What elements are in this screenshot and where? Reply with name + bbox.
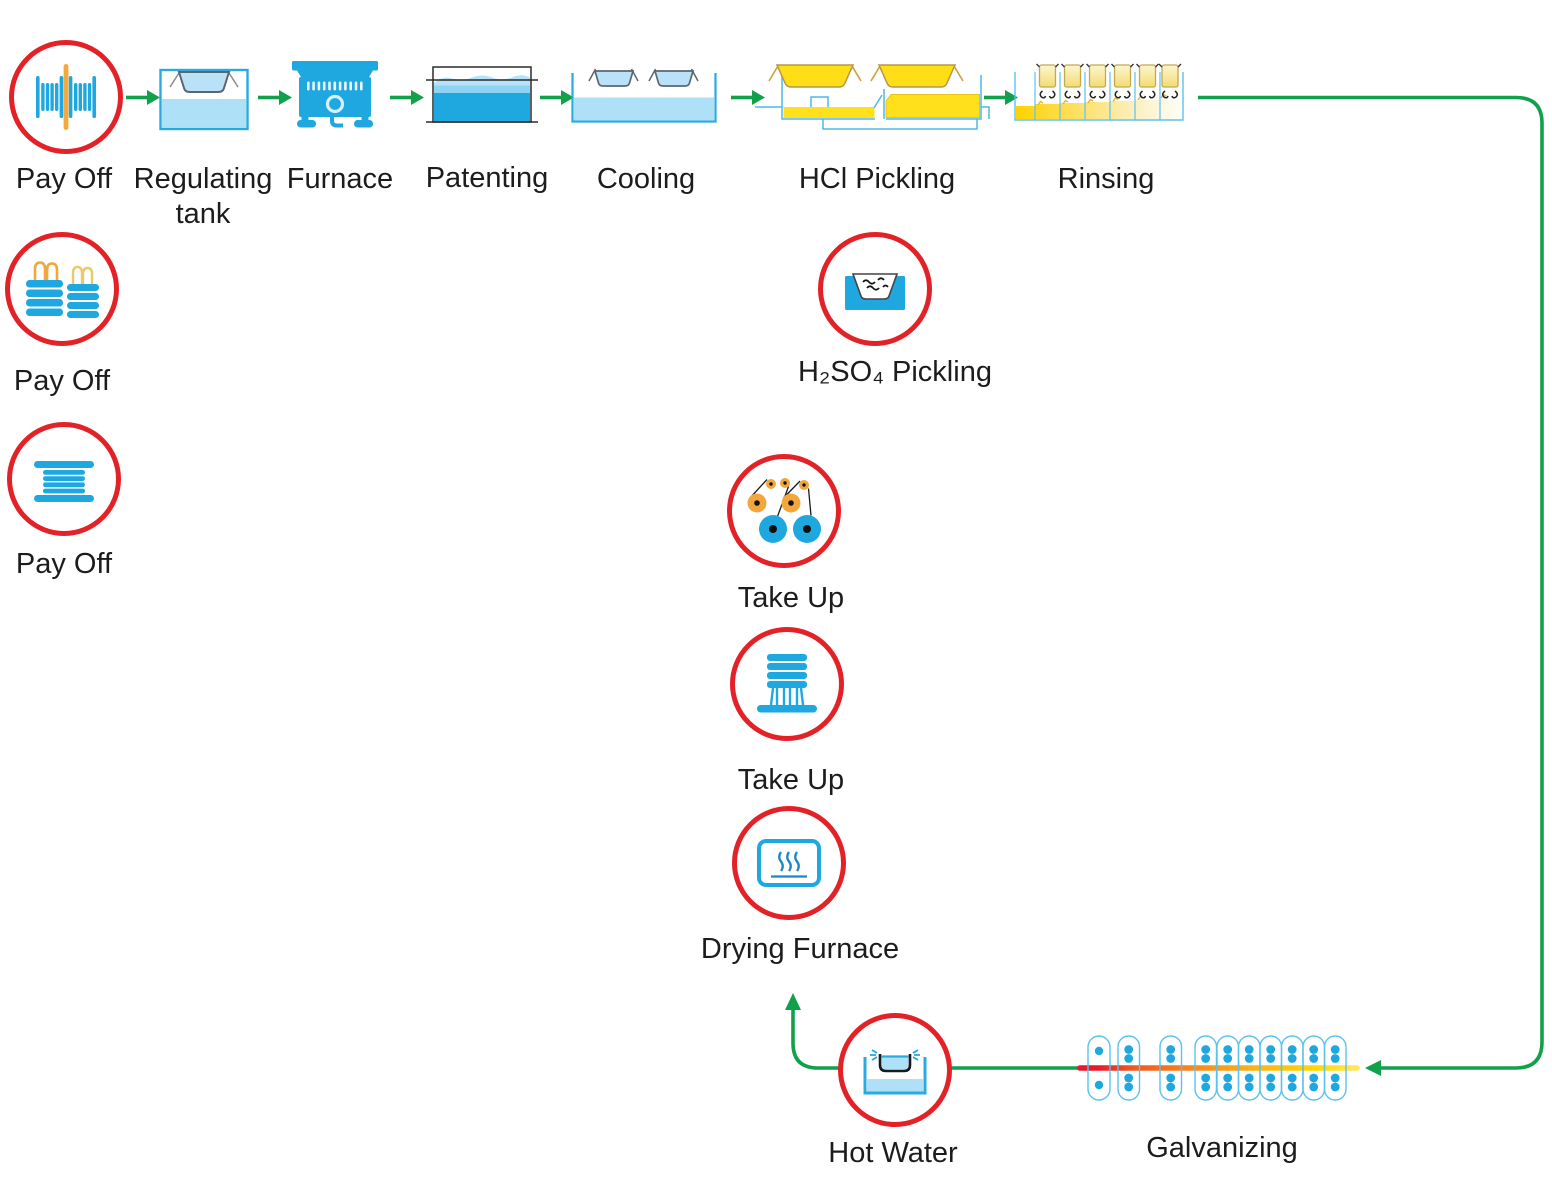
roller-line-with-wire-icon xyxy=(1077,1035,1360,1101)
coil-side-view-icon xyxy=(34,461,94,502)
station-galvanizing xyxy=(1075,1030,1365,1108)
station-hcl-pickling xyxy=(755,55,990,137)
acid-bath-with-wires-icon xyxy=(845,273,905,310)
flow-arrow-3 xyxy=(390,90,424,105)
station-label-pay-off-3: Pay Off xyxy=(15,548,113,580)
flow-arrow-2 xyxy=(258,90,292,105)
station-take-up-2 xyxy=(730,627,844,741)
station-label-furnace: Furnace xyxy=(286,163,394,195)
flow-arrows-top-row xyxy=(126,90,1018,105)
station-label-h2so4-pickling: H₂SO₄ Pickling xyxy=(798,356,992,388)
station-patenting xyxy=(426,63,538,127)
arrowhead-up-to-drying-furnace xyxy=(785,993,801,1010)
station-label-regulating-tank: Regulating tank xyxy=(133,163,273,231)
station-take-up-1 xyxy=(727,454,841,568)
station-label-patenting: Patenting xyxy=(425,162,549,194)
station-label-take-up-2: Take Up xyxy=(737,764,845,796)
station-h2so4-pickling xyxy=(818,232,932,346)
station-label-pay-off-2: Pay Off xyxy=(13,365,111,397)
station-label-galvanizing: Galvanizing xyxy=(1146,1132,1298,1164)
station-rinsing xyxy=(1013,55,1185,131)
drying-oven-icon xyxy=(757,839,821,887)
tank-with-basket-icon xyxy=(159,68,249,131)
filled-bath-icon xyxy=(426,66,538,123)
flow-arrow-5 xyxy=(731,90,765,105)
station-drying-furnace xyxy=(732,806,846,920)
station-label-take-up-1: Take Up xyxy=(737,582,845,614)
station-pay-off-3 xyxy=(7,422,121,536)
station-hot-water xyxy=(838,1013,952,1127)
station-label-hcl-pickling: HCl Pickling xyxy=(798,163,956,195)
station-label-cooling: Cooling xyxy=(596,163,696,195)
station-label-drying-furnace: Drying Furnace xyxy=(700,933,900,965)
station-pay-off-1 xyxy=(9,40,123,154)
flow-arrow-4 xyxy=(540,90,574,105)
station-cooling xyxy=(570,64,718,126)
station-label-hot-water: Hot Water xyxy=(828,1137,958,1169)
multi-compartment-rinse-tank-icon xyxy=(1014,63,1184,121)
station-regulating-tank xyxy=(158,57,250,133)
arrowhead-into-galvanizing xyxy=(1365,1060,1381,1076)
station-pay-off-2 xyxy=(5,232,119,346)
tank-with-two-baskets-icon xyxy=(571,68,717,123)
flow-arrow-1 xyxy=(126,90,160,105)
coil-stacks-icon xyxy=(26,261,99,318)
furnace-icon xyxy=(292,61,378,128)
flow-arrow-6 xyxy=(984,90,1018,105)
station-furnace xyxy=(287,60,383,132)
pulley-block-icon xyxy=(747,478,821,543)
wire-spool-axle-icon xyxy=(36,64,96,130)
flow-line-galvanizing-to-drying-furnace xyxy=(791,1008,1078,1070)
spool-stand-icon xyxy=(757,654,817,713)
yellow-acid-tanks-icon xyxy=(755,64,990,130)
hot-water-bath-icon xyxy=(863,1049,927,1095)
station-label-rinsing: Rinsing xyxy=(1057,163,1155,195)
flow-line-rinsing-to-galvanizing xyxy=(1198,95,1544,1070)
station-label-pay-off-1: Pay Off xyxy=(15,163,113,195)
